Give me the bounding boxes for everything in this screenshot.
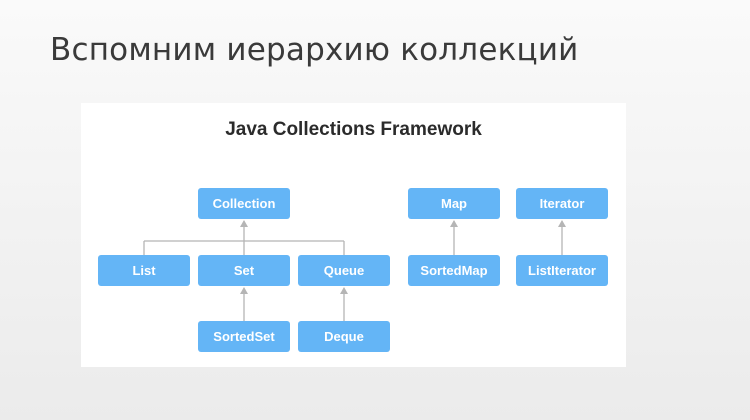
node-list: List [98,255,190,286]
node-set: Set [198,255,290,286]
slide-title: Вспомним иерархию коллекций [50,32,579,68]
node-deque: Deque [298,321,390,352]
connector-lines [143,220,566,321]
node-queue: Queue [298,255,390,286]
arrowhead-set [240,287,248,294]
node-collection: Collection [198,188,290,219]
arrowhead-iterator [558,220,566,227]
diagram-panel: Java Collections Framework Collection [81,103,626,367]
node-sorted-map: SortedMap [408,255,500,286]
node-list-iterator: ListIterator [516,255,608,286]
diagram-title: Java Collections Framework [225,119,482,140]
arrowhead-queue [340,287,348,294]
node-iterator: Iterator [516,188,608,219]
arrowhead-map [450,220,458,227]
node-sorted-set: SortedSet [198,321,290,352]
node-map: Map [408,188,500,219]
arrowhead-collection [240,220,248,227]
